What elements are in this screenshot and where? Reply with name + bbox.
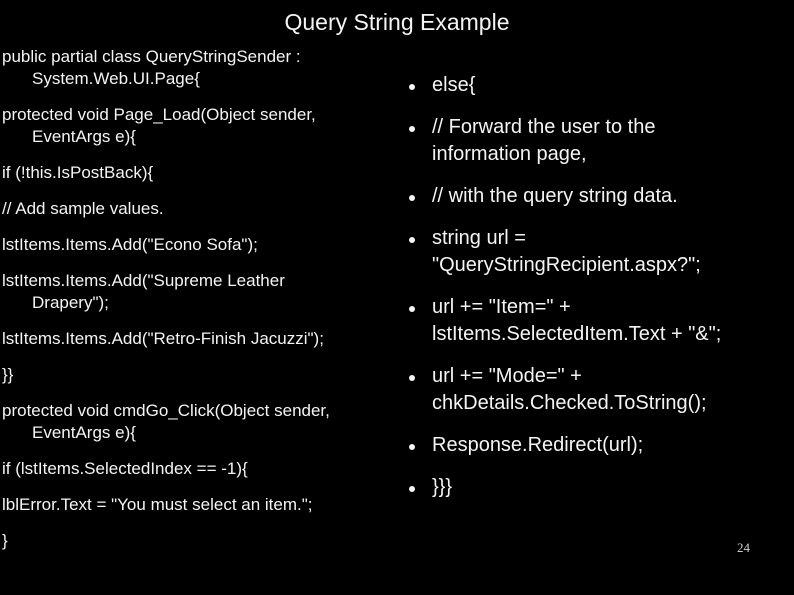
code-line: protected void Page_Load(Object sender, <box>2 105 316 124</box>
bullet-line: // Forward the user to the <box>432 116 656 138</box>
bullet-line: // with the query string data. <box>432 185 678 207</box>
bullet-line: chkDetails.Checked.ToString(); <box>432 392 707 414</box>
code-line: System.Web.UI.Page{ <box>32 69 200 88</box>
bullet-text: Response.Redirect(url); <box>432 432 792 459</box>
code-paragraph: public partial class QueryStringSender :… <box>2 46 398 90</box>
bullet-item: url += "Mode=" + chkDetails.Checked.ToStr… <box>408 363 792 417</box>
bullet-item: url += "Item=" + lstItems.SelectedItem.Te… <box>408 294 792 348</box>
bullet-icon <box>409 486 415 492</box>
bullet-item: Response.Redirect(url); <box>408 432 792 459</box>
code-paragraph: if (lstItems.SelectedIndex == -1){ <box>2 458 398 480</box>
bullet-column: else{ // Forward the user to the informati… <box>408 72 792 516</box>
bullet-line: Response.Redirect(url); <box>432 434 644 456</box>
code-paragraph: protected void Page_Load(Object sender, E… <box>2 104 398 148</box>
bullet-item: string url = "QueryStringRecipient.aspx?"… <box>408 225 792 279</box>
bullet-line: "QueryStringRecipient.aspx?"; <box>432 254 701 276</box>
code-line: EventArgs e){ <box>32 127 136 146</box>
code-line: }} <box>2 365 14 384</box>
bullet-icon <box>409 444 415 450</box>
page-number: 24 <box>737 540 750 555</box>
bullet-line: lstItems.SelectedItem.Text + "&"; <box>432 323 722 345</box>
code-paragraph: lblError.Text = "You must select an item… <box>2 494 398 516</box>
code-paragraph: lstItems.Items.Add("Retro-Finish Jacuzzi… <box>2 328 398 350</box>
bullet-text: string url = "QueryStringRecipient.aspx?"… <box>432 225 792 279</box>
code-line: lblError.Text = "You must select an item… <box>2 495 313 514</box>
bullet-icon <box>409 84 415 90</box>
code-line: if (!this.IsPostBack){ <box>2 163 154 182</box>
code-line: lstItems.Items.Add("Supreme Leather <box>2 271 285 290</box>
bullet-item: // with the query string data. <box>408 183 792 210</box>
bullet-icon <box>409 237 415 243</box>
code-line: Drapery"); <box>32 293 109 312</box>
bullet-line: information page, <box>432 143 587 165</box>
code-line: } <box>2 531 8 550</box>
bullet-icon <box>409 126 415 132</box>
bullet-item: }}} <box>408 474 792 501</box>
code-line: // Add sample values. <box>2 199 164 218</box>
bullet-text: // Forward the user to the information pa… <box>432 114 792 168</box>
bullet-icon <box>409 195 415 201</box>
bullet-line: string url = <box>432 227 526 249</box>
code-line: EventArgs e){ <box>32 423 136 442</box>
bullet-line: }}} <box>432 476 453 498</box>
code-line: lstItems.Items.Add("Retro-Finish Jacuzzi… <box>2 329 324 348</box>
code-paragraph: if (!this.IsPostBack){ <box>2 162 398 184</box>
slide-title: Query String Example <box>284 9 510 35</box>
code-paragraph: protected void cmdGo_Click(Object sender… <box>2 400 398 444</box>
bullet-item: // Forward the user to the information pa… <box>408 114 792 168</box>
bullet-item: else{ <box>408 72 792 99</box>
code-column: public partial class QueryStringSender :… <box>2 46 398 566</box>
bullet-text: else{ <box>432 72 792 99</box>
code-line: if (lstItems.SelectedIndex == -1){ <box>2 459 248 478</box>
bullet-icon <box>409 306 415 312</box>
bullet-line: url += "Mode=" + <box>432 365 582 387</box>
code-line: lstItems.Items.Add("Econo Sofa"); <box>2 235 258 254</box>
bullet-text: }}} <box>432 474 792 501</box>
code-line: public partial class QueryStringSender : <box>2 47 301 66</box>
code-paragraph: // Add sample values. <box>2 198 398 220</box>
code-line: protected void cmdGo_Click(Object sender… <box>2 401 330 420</box>
bullet-text: url += "Item=" + lstItems.SelectedItem.Te… <box>432 294 792 348</box>
bullet-line: else{ <box>432 74 476 96</box>
code-paragraph: } <box>2 530 398 552</box>
bullet-icon <box>409 375 415 381</box>
bullet-text: // with the query string data. <box>432 183 792 210</box>
bullet-line: url += "Item=" + <box>432 296 571 318</box>
code-paragraph: lstItems.Items.Add("Econo Sofa"); <box>2 234 398 256</box>
code-paragraph: }} <box>2 364 398 386</box>
bullet-text: url += "Mode=" + chkDetails.Checked.ToStr… <box>432 363 792 417</box>
